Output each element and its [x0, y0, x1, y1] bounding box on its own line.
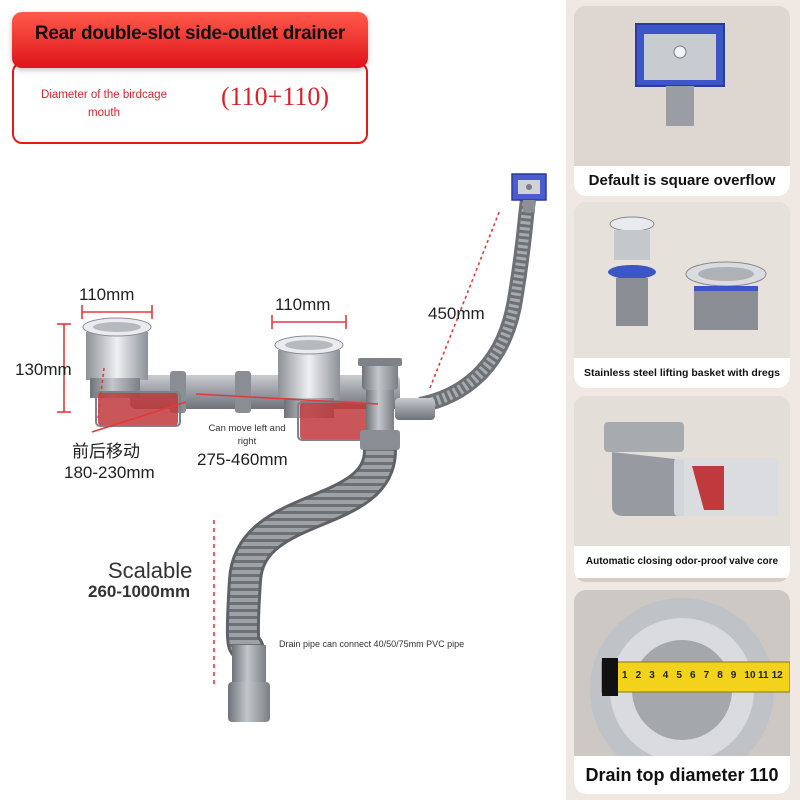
move-lr-note: Can move left and right: [208, 423, 286, 447]
basket-right-width-label: 110mm: [275, 295, 331, 314]
tape-number: 3: [649, 670, 655, 681]
overflow-length-label: 450mm: [428, 304, 485, 323]
tape-number: 9: [730, 670, 737, 681]
tape-number: 1: [622, 670, 628, 681]
feature-card-valve: Automatic closing odor-proof valve core: [574, 396, 790, 582]
square-overflow-image: [574, 6, 790, 166]
basket-left-width-label: 110mm: [79, 285, 135, 304]
birdcage-label: Diameter of the birdcage mouth: [41, 89, 167, 119]
birdcage-panel: Diameter of the birdcage mouth (110+110): [12, 62, 368, 144]
scalable-label: Scalable: [108, 558, 193, 583]
tape-number: 4: [662, 670, 669, 681]
feature-caption-4: Drain top diameter 110: [574, 756, 790, 794]
tape-number: 8: [717, 670, 723, 681]
scalable-range: 260-1000mm: [88, 582, 191, 601]
feature-caption-1: Default is square overflow: [574, 166, 790, 196]
lifting-basket-image: [574, 202, 790, 358]
page-title: Rear double-slot side-outlet drainer: [34, 23, 346, 44]
drainer-diagram: [57, 173, 547, 722]
drain-note: Drain pipe can connect 40/50/75mm PVC pi…: [279, 639, 465, 649]
front-back-range: 180-230mm: [64, 463, 155, 482]
feature-column: Default is square overflow Stainless ste…: [566, 0, 800, 800]
front-back-label: 前后移动: [72, 442, 140, 462]
tape-number: 12: [771, 670, 783, 681]
tape-number: 10: [744, 670, 756, 681]
tape-number: 2: [635, 670, 642, 681]
feature-caption-2: Stainless steel lifting basket with dreg…: [574, 358, 790, 388]
tape-number: 7: [703, 670, 710, 681]
title-banner: Rear double-slot side-outlet drainer: [12, 12, 368, 68]
feature-card-basket: Stainless steel lifting basket with dreg…: [574, 202, 790, 388]
height-label: 130mm: [15, 360, 72, 379]
tape-number: 11: [758, 670, 769, 681]
feature-card-overflow: Default is square overflow: [574, 6, 790, 196]
valve-core-image: [574, 396, 790, 546]
tape-number: 6: [690, 670, 696, 681]
tape-number: 5: [676, 670, 682, 681]
header: Diameter of the birdcage mouth (110+110)…: [12, 12, 368, 144]
feature-caption-3: Automatic closing odor-proof valve core: [574, 546, 790, 578]
birdcage-value: (110+110): [220, 82, 330, 111]
move-lr-range: 275-460mm: [197, 450, 288, 469]
